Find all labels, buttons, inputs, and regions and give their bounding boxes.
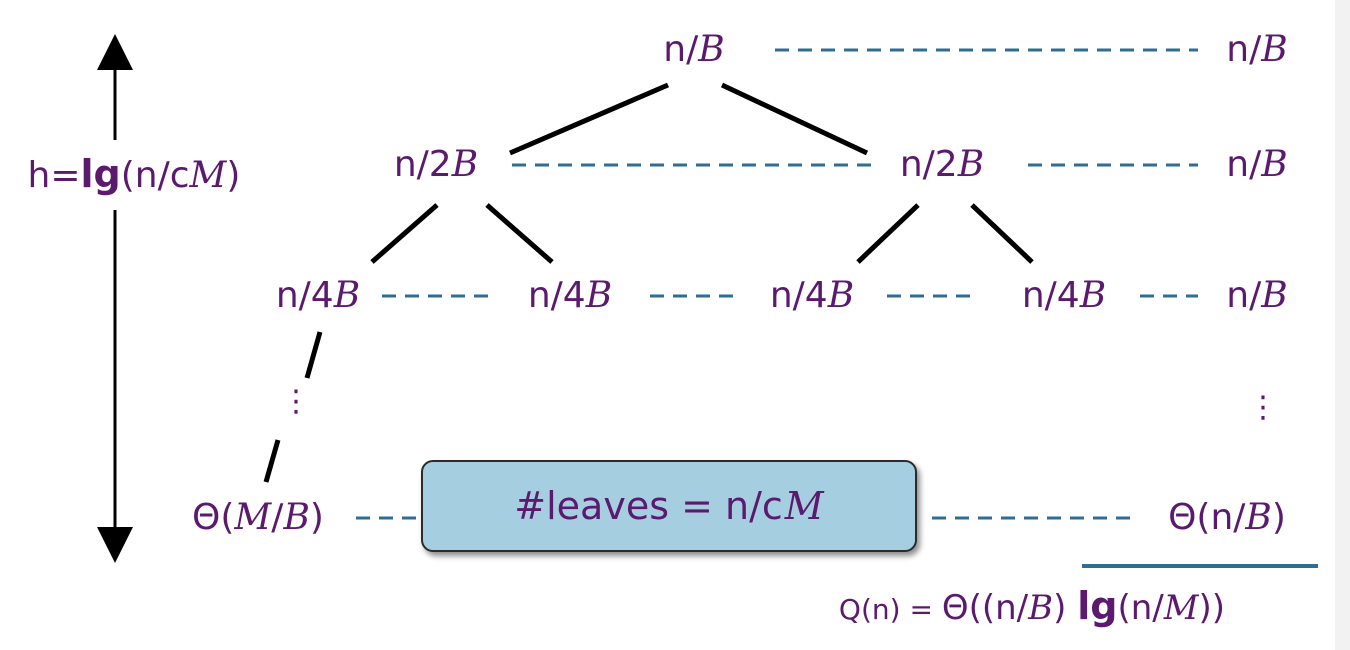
tree-edge-l1b-left — [856, 203, 920, 264]
tree-edge-l2-down-bottom — [263, 439, 281, 483]
vdots-right: ⋮ — [1248, 390, 1278, 425]
total-close: )) — [1198, 588, 1226, 628]
sum-cal: B — [1261, 144, 1288, 185]
tree-node-level1: n/2B — [900, 145, 984, 185]
height-close: ) — [226, 155, 241, 196]
height-prefix: h= — [27, 155, 81, 196]
row-sum: n/B — [1226, 276, 1287, 316]
tree-edge-l1a-right — [485, 203, 554, 264]
node-cal: B — [827, 275, 855, 316]
total-mid: ) — [1053, 588, 1078, 628]
tree-node-level2: n/4B — [528, 276, 612, 316]
leaf-slash: / — [271, 497, 284, 538]
node-cal: B — [698, 29, 725, 70]
tree-edge-l1b-right — [970, 203, 1034, 264]
sum-text: n/ — [1226, 144, 1262, 185]
tree-node-root: n/B — [663, 30, 724, 70]
slide-edge-strip — [1335, 0, 1350, 650]
sum-text: n/ — [1226, 275, 1262, 316]
total-cost-formula: Q(n) = Θ((n/B) lg(n/M)) — [839, 586, 1225, 630]
total-arg: (n/ — [1117, 588, 1164, 628]
callout-cal: M — [784, 484, 824, 528]
node-text: n/ — [663, 29, 699, 70]
total-lhs: Q(n) = — [838, 593, 942, 626]
tree-node-level2: n/4B — [770, 276, 854, 316]
row-sum: n/B — [1226, 30, 1287, 70]
tree-edge-l2-down-top — [304, 331, 323, 379]
total-cal1: B — [1028, 588, 1054, 628]
tree-edge-root-left — [509, 82, 669, 156]
tree-edge-root-right — [720, 82, 869, 156]
sum-open: Θ(n/ — [1168, 497, 1246, 538]
sum-cal: B — [1261, 29, 1288, 70]
total-theta: Θ((n/ — [941, 588, 1029, 628]
height-arg: (n/c — [120, 155, 190, 196]
node-cal: B — [585, 275, 613, 316]
node-cal: B — [1079, 275, 1107, 316]
tree-node-level2: n/4B — [1022, 276, 1106, 316]
vdots-left: ⋮ — [281, 384, 311, 419]
tree-node-level2: n/4B — [276, 276, 360, 316]
height-cal: M — [189, 155, 227, 196]
sum-cal: B — [1245, 497, 1272, 538]
leaf-close: ) — [309, 497, 324, 538]
bottom-row-sum: Θ(n/B) — [1168, 498, 1286, 538]
tree-node-level1: n/2B — [394, 145, 478, 185]
row-sum: n/B — [1226, 145, 1287, 185]
height-label: h=lg(n/cM) — [23, 152, 245, 196]
node-text: n/4 — [527, 275, 586, 316]
leaf-cal2: B — [283, 497, 310, 538]
node-text: n/4 — [275, 275, 334, 316]
tree-leaf: Θ(M/B) — [192, 498, 324, 538]
node-text: n/2 — [899, 144, 958, 185]
callout-text: #leaves = n/c — [514, 484, 783, 528]
node-cal: B — [957, 144, 985, 185]
total-func: lg — [1077, 584, 1118, 628]
node-text: n/4 — [1021, 275, 1080, 316]
sum-cal: B — [1261, 275, 1288, 316]
node-cal: B — [451, 144, 479, 185]
total-cal2: M — [1163, 588, 1199, 628]
node-text: n/2 — [393, 144, 452, 185]
node-cal: B — [333, 275, 361, 316]
leaf-open: Θ( — [192, 497, 235, 538]
sum-text: n/ — [1226, 29, 1262, 70]
sum-close: ) — [1271, 497, 1286, 538]
row-dashes — [356, 48, 1198, 520]
leaf-cal1: M — [234, 497, 272, 538]
node-text: n/4 — [769, 275, 828, 316]
tree-edge-l1a-left — [370, 203, 439, 264]
height-func: lg — [80, 152, 121, 196]
